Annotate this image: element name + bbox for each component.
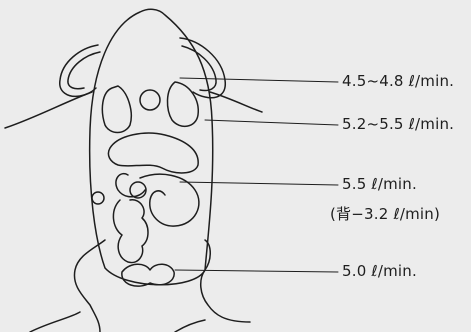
left-flank [5, 92, 92, 128]
right-ground [175, 320, 205, 332]
left-ground [30, 312, 80, 332]
right-flank [210, 92, 262, 112]
leader-line-2 [205, 120, 338, 125]
label-upper-heart: 4.5~4.8 ℓ/min. [342, 72, 454, 90]
label-pelvis: 5.0 ℓ/min. [342, 262, 417, 280]
intestine-coils [113, 200, 148, 263]
spleen [92, 192, 104, 204]
right-leg [201, 240, 250, 322]
leader-line-4 [175, 270, 338, 272]
liver [108, 133, 198, 173]
lung-left [102, 86, 131, 133]
bladder [122, 264, 174, 286]
leader-line-1 [180, 78, 338, 82]
label-abdomen-back: (背−3.2 ℓ/min) [330, 203, 440, 224]
label-abdomen: 5.5 ℓ/min. [342, 175, 417, 193]
label-liver: 5.2~5.5 ℓ/min. [342, 115, 454, 133]
lung-right [167, 82, 198, 126]
heart-small [140, 90, 160, 110]
leader-line-3 [180, 182, 338, 185]
